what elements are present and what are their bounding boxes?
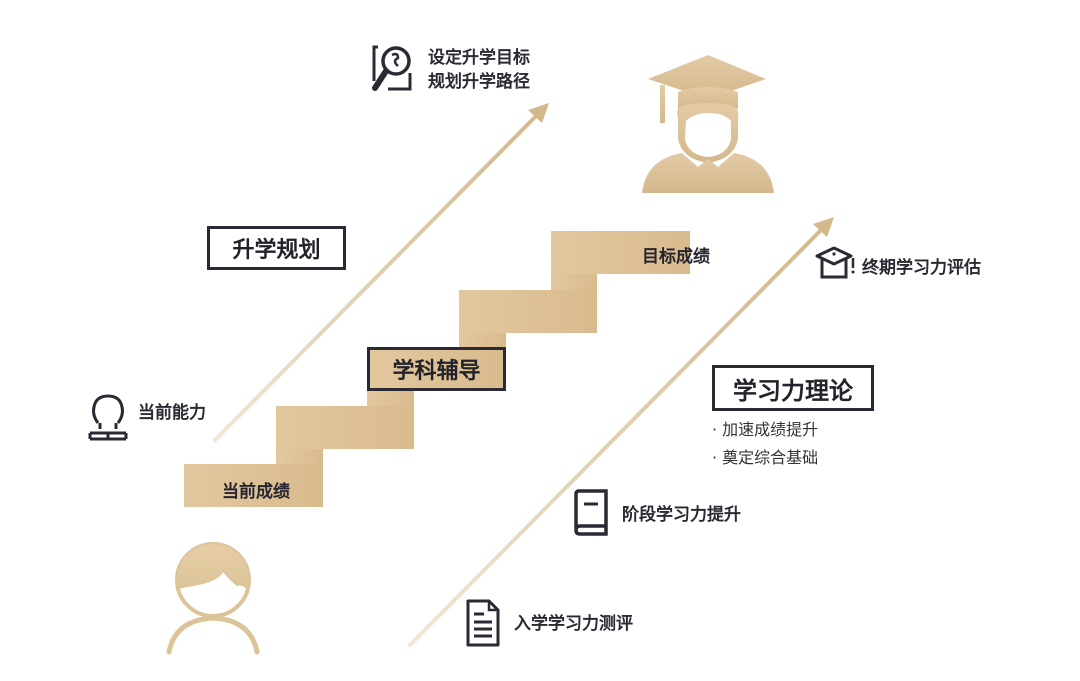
theory-title: 学习力理论 [733,376,853,405]
planning-box: 升学规划 [207,226,346,270]
theory-bullet-1: · 加速成绩提升 [712,420,819,439]
goal-line-1: 设定升学目标 [428,48,530,68]
student-avatar-icon [163,540,263,655]
learning-arrow [408,217,834,647]
goal-line-2: 规划升学路径 [428,72,530,92]
planning-label: 升学规划 [232,238,321,263]
reader-icon [86,393,130,441]
graduate-avatar-icon [638,47,778,193]
current-score-label: 当前成绩 [222,482,290,502]
book-icon [570,488,610,538]
step-1 [184,464,323,507]
magnifier-icon [370,43,416,95]
target-score-label: 目标成绩 [642,247,710,267]
theory-bullet-2: · 奠定综合基础 [712,448,819,467]
planning-arrow [213,103,549,442]
goal-text: 设定升学目标 规划升学路径 [428,46,530,94]
final-assessment-label: 终期学习力评估 [862,258,981,278]
step-4 [459,290,597,333]
document-icon [465,598,501,648]
stage-improvement-label: 阶段学习力提升 [622,505,741,525]
theory-box: 学习力理论 [712,365,874,411]
tutoring-label: 学科辅导 [392,359,481,384]
current-ability-label: 当前能力 [138,403,206,423]
step-5 [551,231,690,274]
graduation-cap-icon [814,244,858,284]
entrance-assessment-label: 入学学习力测评 [514,614,633,634]
tutoring-box: 学科辅导 [367,347,506,391]
step-2 [276,406,414,449]
